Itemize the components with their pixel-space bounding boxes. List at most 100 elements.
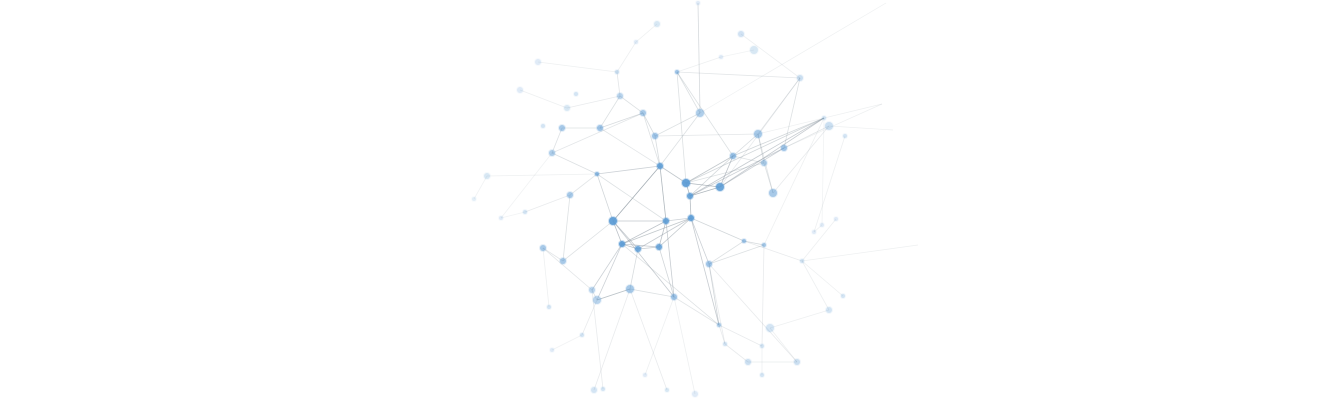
graph-edge <box>740 33 801 79</box>
graph-edge <box>689 155 734 197</box>
graph-node <box>781 145 787 151</box>
graph-edge <box>685 182 721 188</box>
graph-edge <box>763 117 825 246</box>
graph-edge <box>801 244 919 262</box>
graph-node-halo <box>540 123 546 129</box>
graph-edge <box>551 334 583 351</box>
graph-node <box>541 124 545 128</box>
graph-node <box>580 333 584 337</box>
graph-edge <box>719 77 801 188</box>
graph-node-halo <box>600 386 606 392</box>
graph-edge <box>644 296 675 376</box>
graph-edge <box>599 95 621 129</box>
graph-node-halo <box>821 115 827 121</box>
graph-node <box>794 359 800 365</box>
graph-edge <box>689 195 692 219</box>
graph-edge <box>551 127 563 154</box>
graph-node <box>663 218 669 224</box>
graph-edge <box>519 89 568 109</box>
graph-node <box>559 125 565 131</box>
graph-node <box>484 173 490 179</box>
graph-edge <box>801 218 837 262</box>
graph-node-halo <box>842 133 848 139</box>
graph-node-halo <box>718 54 724 60</box>
graph-edge <box>542 247 564 262</box>
graph-edge <box>801 260 830 311</box>
graph-edge <box>629 288 668 391</box>
graph-edge <box>732 155 765 164</box>
graph-edge <box>612 165 661 222</box>
graph-node-halo <box>664 387 670 393</box>
graph-edge <box>676 71 687 184</box>
graph-edge <box>596 173 614 222</box>
graph-edge <box>654 112 701 137</box>
graph-edge <box>757 77 801 135</box>
graph-node-halo <box>825 306 833 314</box>
graph-node <box>619 241 625 247</box>
graph-node <box>593 296 601 304</box>
graph-node <box>760 373 764 377</box>
graph-edge <box>524 194 571 213</box>
graph-edge <box>591 243 623 291</box>
graph-node-halo <box>799 258 805 264</box>
graph-node <box>692 391 698 397</box>
graph-node-halo <box>539 244 547 252</box>
graph-node-halo <box>716 322 722 328</box>
graph-node <box>682 179 690 187</box>
graph-node <box>761 160 767 166</box>
graph-node <box>754 130 762 138</box>
graph-node <box>841 294 845 298</box>
graph-node-halo <box>590 386 598 394</box>
graph-node <box>547 305 551 309</box>
graph-edge <box>616 71 621 97</box>
graph-node <box>617 93 623 99</box>
graph-edge <box>562 194 571 262</box>
graph-node <box>654 21 660 27</box>
graph-edge <box>757 133 774 194</box>
graph-edge <box>658 217 692 248</box>
graph-edge <box>783 77 801 149</box>
graph-node-halo <box>749 45 759 55</box>
graph-node-halo <box>471 196 477 202</box>
graph-node <box>609 217 617 225</box>
graph-node-halo <box>768 188 778 198</box>
graph-node <box>523 210 527 214</box>
graph-node <box>560 258 566 264</box>
graph-edge <box>599 112 644 129</box>
graph-edge <box>659 112 701 167</box>
graph-edge <box>769 327 798 363</box>
graph-edge <box>708 244 765 265</box>
graph-edge <box>801 260 844 297</box>
graph-node <box>597 125 603 131</box>
graph-edge <box>689 186 721 197</box>
graph-edge <box>719 117 825 188</box>
graph-node <box>550 348 554 352</box>
graph-node <box>797 75 803 81</box>
graph-edge <box>757 133 765 164</box>
graph-node <box>589 287 595 293</box>
graph-node-halo <box>691 390 699 398</box>
graph-node <box>535 59 541 65</box>
graph-node <box>656 244 662 250</box>
graph-node <box>769 189 777 197</box>
graph-edge <box>537 61 618 73</box>
graph-node <box>812 230 816 234</box>
graph-node-halo <box>534 58 542 66</box>
graph-edge <box>621 220 667 245</box>
graph-node <box>687 193 693 199</box>
graph-edge <box>719 155 734 188</box>
graph-node-halo <box>760 159 768 167</box>
graph-edge <box>743 240 803 262</box>
graph-edge <box>642 112 656 137</box>
graph-node <box>671 294 677 300</box>
graph-node-halo <box>722 341 728 347</box>
graph-node-halo <box>744 358 752 366</box>
graph-edge <box>718 324 763 347</box>
graph-edge <box>685 155 734 184</box>
graph-node <box>626 285 634 293</box>
graph-edge <box>676 71 801 79</box>
graph-edge <box>658 246 675 298</box>
graph-edge <box>699 2 887 114</box>
graph-node <box>517 87 523 93</box>
